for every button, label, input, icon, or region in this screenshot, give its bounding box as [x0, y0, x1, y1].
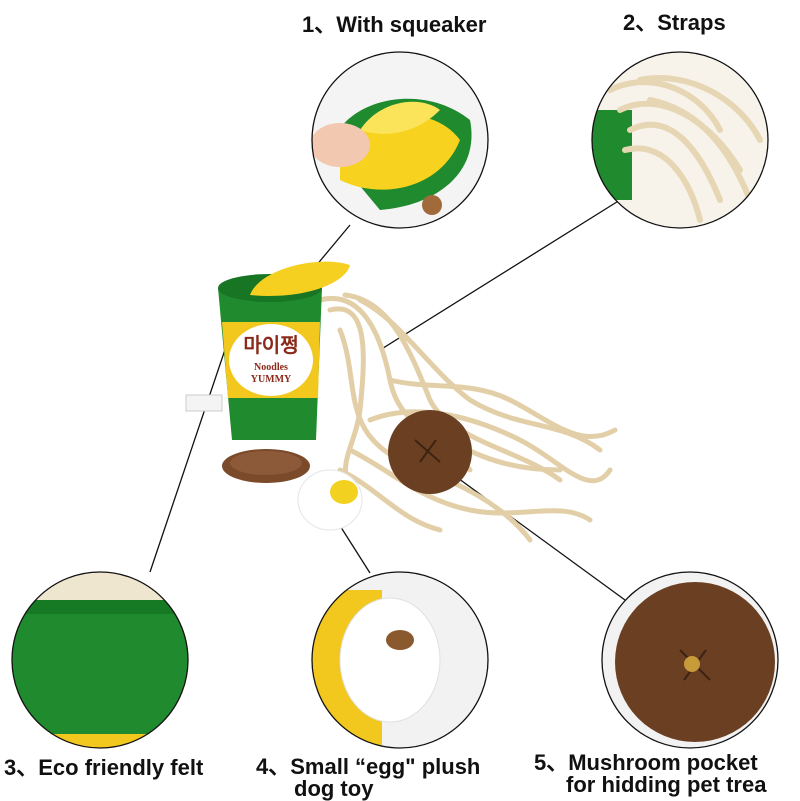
detail-circle-squeaker — [311, 51, 489, 229]
callout-label-mushroom: 5、Mushroom pocket for hidding pet trea — [534, 752, 766, 796]
detail-circle-egg — [311, 571, 489, 749]
detail-circle-mushroom — [601, 571, 779, 749]
cup-tagline: YUMMY — [251, 374, 292, 385]
callout-label-egg-line1: 4、Small “egg" plush — [256, 754, 481, 779]
noodle-cup-toy: 마이쩡 Noodles YUMMY — [185, 261, 618, 543]
callout-label-felt: 3、Eco friendly felt — [4, 755, 204, 780]
callout-label-straps: 2、Straps — [623, 10, 726, 35]
callout-label-mushroom-line1: 5、Mushroom pocket — [534, 750, 758, 775]
detail-circle-straps — [591, 51, 769, 229]
callout-label-squeaker: 1、With squeaker — [302, 12, 487, 37]
cup-brand-text: 마이쩡 — [243, 333, 298, 357]
noodle-pile — [317, 292, 618, 543]
cup-subtitle: Noodles — [254, 362, 288, 373]
callout-label-mushroom-line2: for hidding pet trea — [566, 772, 767, 797]
callout-label-egg: 4、Small “egg" plush dog toy — [256, 756, 480, 800]
callout-label-egg-line2: dog toy — [294, 776, 374, 801]
detail-circle-felt — [11, 571, 189, 749]
